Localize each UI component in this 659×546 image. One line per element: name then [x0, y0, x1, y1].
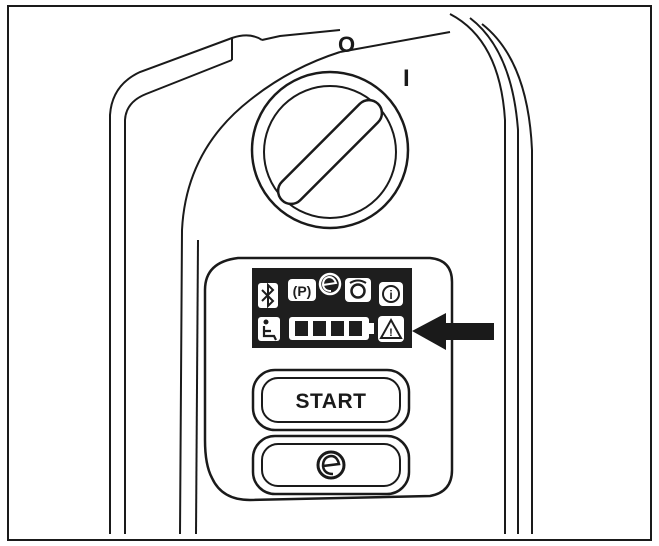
- start-button[interactable]: START: [251, 368, 411, 432]
- battery-bars: [295, 321, 362, 336]
- pointer-arrow-icon: [412, 313, 494, 350]
- status-display: (P) i: [252, 268, 412, 348]
- ignition-icon: [345, 278, 371, 302]
- housing: [109, 13, 533, 535]
- battery-bar: [313, 321, 326, 336]
- battery-icon: [289, 317, 374, 340]
- figure-border: [7, 5, 652, 541]
- battery-bar: [331, 321, 344, 336]
- battery-bar: [295, 321, 308, 336]
- parking-label: (P): [293, 283, 312, 299]
- battery-bar: [349, 321, 362, 336]
- bluetooth-icon: [258, 282, 278, 309]
- switch-on-label: I: [403, 65, 410, 92]
- info-icon: i: [379, 282, 403, 306]
- switch-off-label: O: [338, 32, 355, 57]
- eco-button-icon: e: [316, 450, 346, 480]
- seat-icon: [258, 317, 280, 341]
- warning-label: !: [389, 327, 393, 339]
- eco-button[interactable]: e: [251, 434, 411, 496]
- parking-brake-icon: (P): [288, 279, 316, 301]
- eco-button-label: e: [331, 469, 332, 471]
- start-button-label: START: [296, 390, 367, 413]
- eco-icon: [318, 272, 342, 296]
- warning-icon: !: [378, 316, 404, 342]
- rotary-switch[interactable]: [250, 70, 410, 230]
- switch-knob-grip[interactable]: [273, 95, 388, 210]
- info-label: i: [389, 288, 392, 302]
